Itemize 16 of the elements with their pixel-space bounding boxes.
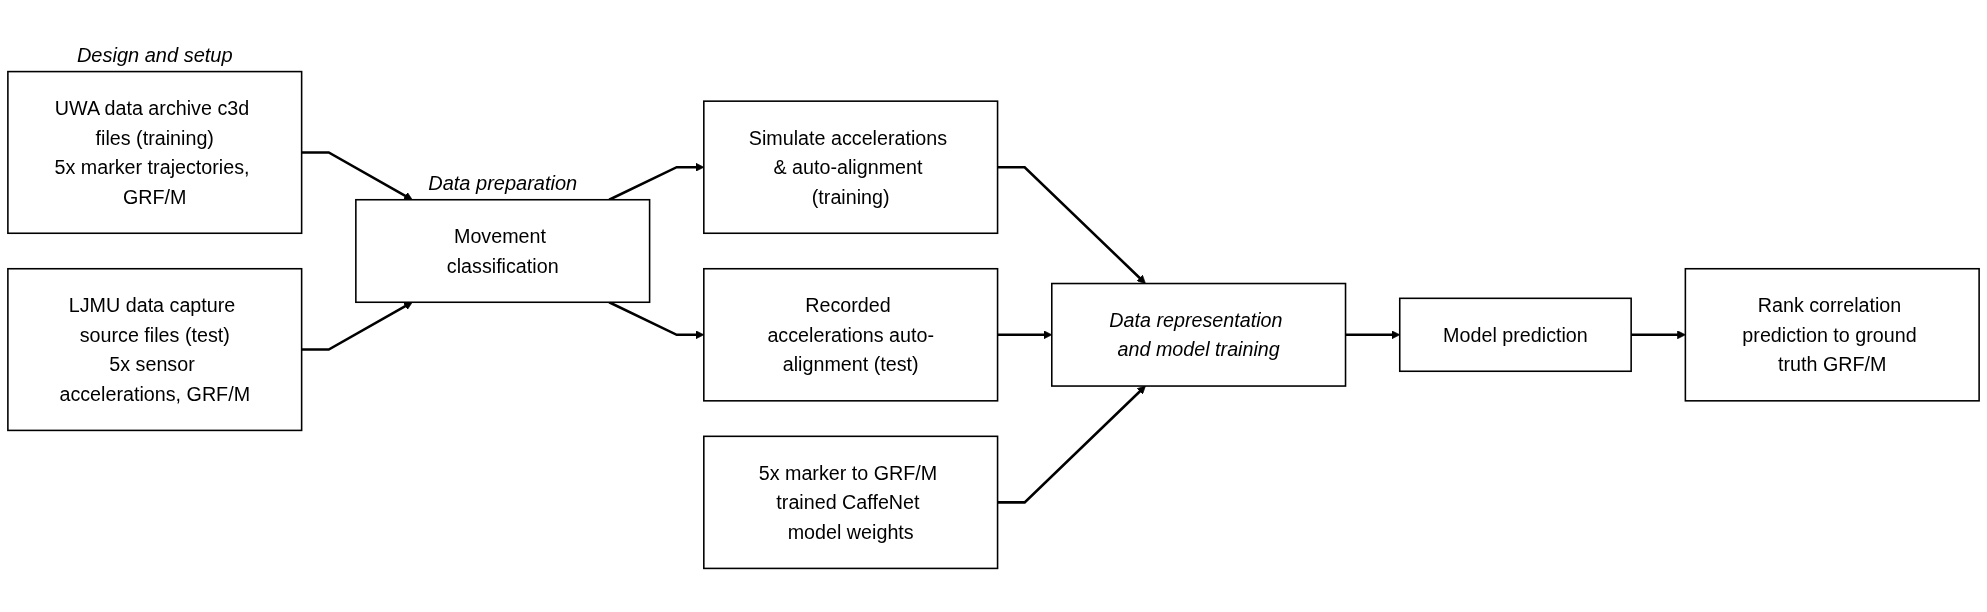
process-box: Model prediction [1398,297,1632,373]
arrow [301,151,413,201]
process-box: Recorded accelerations auto-alignment (test) [703,267,999,402]
process-box: Simulate accelerations & auto-alignment (training) [703,100,999,235]
process-box: Rank correlation prediction to ground truth GRF/M [1684,267,1980,402]
arrow [1631,330,1686,340]
stage-heading: Design and setup [76,43,233,67]
process-box: LJMU data capture source files (test) 5x sensor accelerations, GRF/M [7,267,303,432]
process-box: Movement classification [355,198,651,304]
process-box: Data representation and model training [1051,282,1347,387]
process-box: UWA data archive c3d files (training) 5x marker trajectories, GRF/M [7,70,303,235]
process-box: 5x marker to GRF/M trained CaffeNet model weights [703,435,999,570]
arrow [301,301,413,351]
stage-heading: Data preparation [428,171,578,195]
arrow [997,385,1146,504]
arrow [997,165,1146,284]
